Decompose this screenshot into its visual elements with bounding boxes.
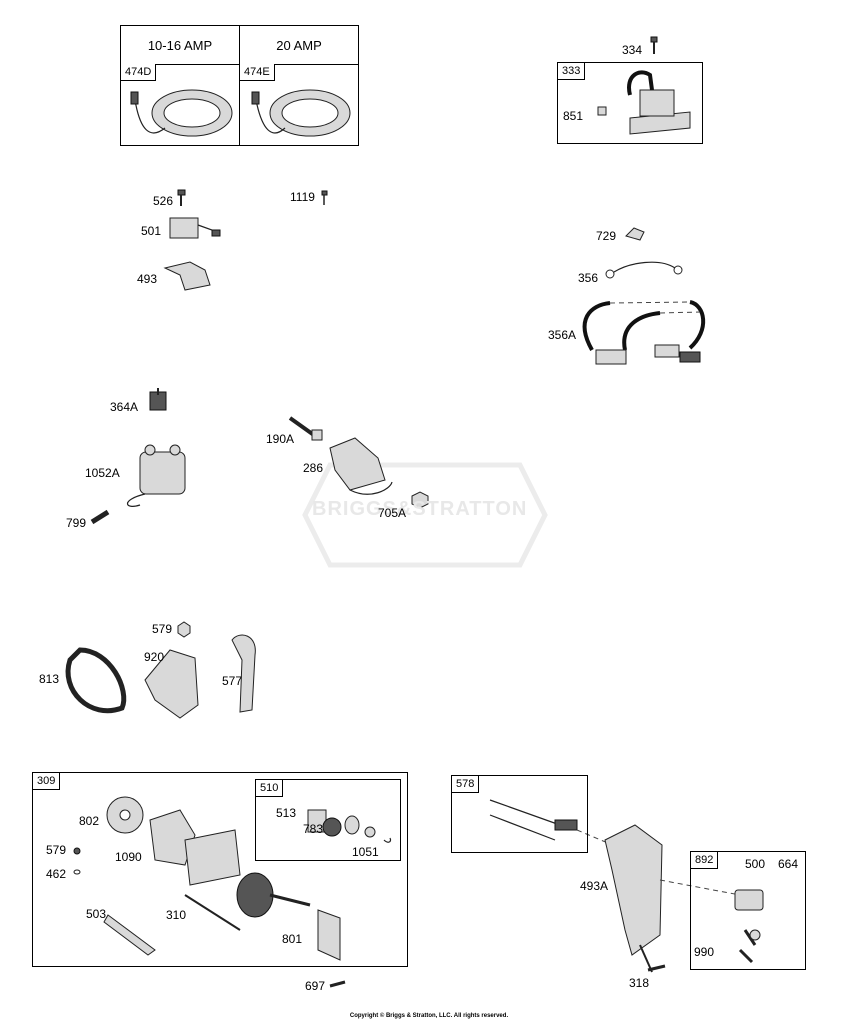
part-label-1119[interactable]: 1119 [290,190,315,204]
part-tag-892[interactable]: 892 [691,852,719,869]
part-label-579-bottom[interactable]: 579 [46,843,67,857]
watermark-text: BRIGGS&STRATTON [312,498,528,520]
nut-705a-drawing [411,491,429,509]
part-label-286[interactable]: 286 [303,461,324,475]
part-label-990[interactable]: 990 [694,945,715,959]
part-label-493A[interactable]: 493A [580,879,609,893]
part-label-1090[interactable]: 1090 [115,850,142,864]
solenoid-1052a-drawing [126,444,186,507]
regulator-501-drawing [169,217,221,239]
key-switch-892-drawing [659,879,764,964]
drive-510-drawing [307,809,392,843]
screw-1119-drawing [321,190,328,205]
bracket-920-drawing [144,649,199,719]
part-tag-309[interactable]: 309 [33,773,61,790]
bracket-286-drawing [329,437,393,495]
part-label-813[interactable]: 813 [39,672,60,686]
screw-334-drawing [650,36,658,54]
armature-333-drawing [597,70,691,135]
part-label-526[interactable]: 526 [153,194,174,208]
bracket-493-drawing [163,261,211,291]
part-label-500[interactable]: 500 [745,857,766,871]
screw-799-drawing [90,509,110,525]
part-tag-333[interactable]: 333 [558,63,586,80]
part-label-364A[interactable]: 364A [110,400,139,414]
part-label-802[interactable]: 802 [79,814,100,828]
amp-header-20: 20 AMP [239,25,359,65]
group-box-333 [557,62,703,144]
screw-318-drawing [647,964,666,972]
part-label-503[interactable]: 503 [86,907,107,921]
clip-729-drawing [625,227,645,241]
part-label-462[interactable]: 462 [46,867,67,881]
part-label-577[interactable]: 577 [222,674,243,688]
screw-526-drawing [177,189,186,206]
part-tag-578[interactable]: 578 [452,776,480,793]
pin-190a-drawing [288,416,323,441]
part-label-851[interactable]: 851 [563,109,584,123]
connector-364a-drawing [149,388,167,411]
group-box-510 [255,779,401,861]
part-label-920[interactable]: 920 [144,650,165,664]
band-813-drawing [65,647,127,714]
part-label-513[interactable]: 513 [276,806,297,820]
part-label-310[interactable]: 310 [166,908,187,922]
group-box-892 [690,851,806,970]
panel-493a-drawing [604,824,663,973]
harness-356a-drawing [582,300,706,365]
stator-amp-table: 10-16 AMP 20 AMP [120,25,359,146]
watermark-logo [302,462,548,568]
group-box-578 [451,775,588,853]
starter-309-drawing [73,796,346,988]
part-label-799[interactable]: 799 [66,516,87,530]
part-label-190A[interactable]: 190A [266,432,295,446]
part-label-1052A[interactable]: 1052A [85,466,120,480]
part-label-318[interactable]: 318 [629,976,650,990]
part-label-493[interactable]: 493 [137,272,158,286]
boot-577-drawing [231,634,256,713]
group-box-309 [32,772,408,967]
part-label-783[interactable]: 783 [303,822,324,836]
part-label-579-top[interactable]: 579 [152,622,173,636]
part-label-697[interactable]: 697 [305,979,326,993]
part-label-356A[interactable]: 356A [548,328,577,342]
part-label-705A[interactable]: 705A [378,506,407,520]
part-label-1051[interactable]: 1051 [352,845,379,859]
part-tag-474E[interactable]: 474E [240,64,275,81]
part-label-356[interactable]: 356 [578,271,599,285]
part-label-501[interactable]: 501 [141,224,162,238]
nut-579a-drawing [177,621,191,638]
part-label-334[interactable]: 334 [622,43,643,57]
amp-header-10-16: 10-16 AMP [120,25,240,65]
ground-wire-356-drawing [605,261,683,279]
part-label-801[interactable]: 801 [282,932,303,946]
part-label-729[interactable]: 729 [596,229,617,243]
part-label-664[interactable]: 664 [778,857,799,871]
copyright-notice: Copyright © Briggs & Stratton, LLC. All … [349,1013,509,1019]
part-tag-510[interactable]: 510 [256,780,284,797]
part-tag-474D[interactable]: 474D [121,64,157,81]
